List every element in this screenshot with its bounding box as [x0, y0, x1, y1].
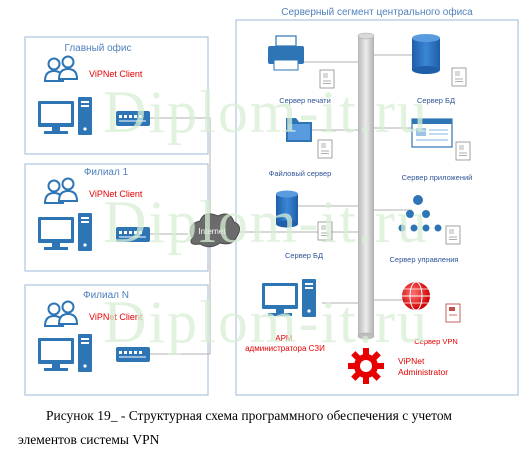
database-icon-mid — [276, 190, 298, 228]
document-icon-mgmt — [445, 225, 461, 245]
workstation-icon-arm — [262, 279, 316, 317]
database-icon-top — [412, 34, 440, 74]
document-icon-db-top — [451, 67, 467, 87]
client-label-filial-1: ViPNet Client — [89, 189, 143, 199]
router-icon-filial-1 — [115, 226, 151, 243]
label-app-server: Сервер приложений — [402, 173, 473, 182]
router-icon-main — [115, 110, 151, 127]
central-bus-pipe — [357, 32, 375, 340]
branch-title-filial-1: Филиал 1 — [84, 167, 129, 178]
label-mgmt-server: Сервер управления — [390, 255, 459, 264]
users-icon-main — [44, 55, 78, 82]
server-segment-title: Серверный сегмент центрального офиса — [281, 6, 473, 18]
branch-frame-main — [24, 36, 209, 155]
internet-cloud-icon — [189, 213, 240, 248]
gear-icon — [348, 348, 384, 384]
document-icon-db-mid — [317, 221, 333, 241]
workstation-icon-filial-1 — [38, 213, 92, 251]
router-icon-filial-n — [115, 346, 151, 363]
users-icon-filial-n — [44, 300, 78, 327]
document-icon-apps — [455, 141, 471, 161]
users-icon-filial-1 — [44, 177, 78, 204]
client-label-filial-n: ViPNet Client — [89, 312, 143, 322]
globe-icon — [402, 281, 430, 311]
internet-label: Internet — [198, 227, 226, 236]
document-icon-vpn — [445, 303, 461, 323]
folder-icon — [286, 118, 312, 142]
document-icon-print — [319, 69, 335, 89]
management-hierarchy-icon — [398, 195, 442, 232]
printer-icon — [268, 35, 304, 71]
label-arm-admin: АРМ администратора СЗИ — [245, 334, 325, 353]
branch-title-filial-n: Филиал N — [83, 290, 129, 301]
connection-lines — [147, 54, 412, 355]
label-vpn-server: Сервер VPN — [414, 337, 458, 346]
client-label-main: ViPNet Client — [89, 69, 143, 79]
application-window-icon — [411, 118, 453, 148]
label-vipnet-admin: ViPNet Administrator — [398, 356, 448, 377]
figure-caption-line-2: элементов системы VPN — [18, 432, 160, 447]
workstation-icon-main — [38, 97, 92, 135]
workstation-icon-filial-n — [38, 334, 92, 372]
server-segment-frame — [235, 19, 519, 396]
label-print-server: Сервер печати — [279, 96, 331, 105]
document-icon-file — [317, 139, 333, 159]
label-db-server-mid: Сервер БД — [285, 251, 323, 260]
figure-caption-line-1: Рисунок 19_ - Структурная схема программ… — [46, 408, 452, 423]
branch-title-main: Главный офис — [64, 42, 131, 54]
branch-frame-n — [24, 284, 209, 396]
label-db-server-top: Сервер БД — [417, 96, 455, 105]
label-file-server: Файловый сервер — [269, 169, 332, 178]
